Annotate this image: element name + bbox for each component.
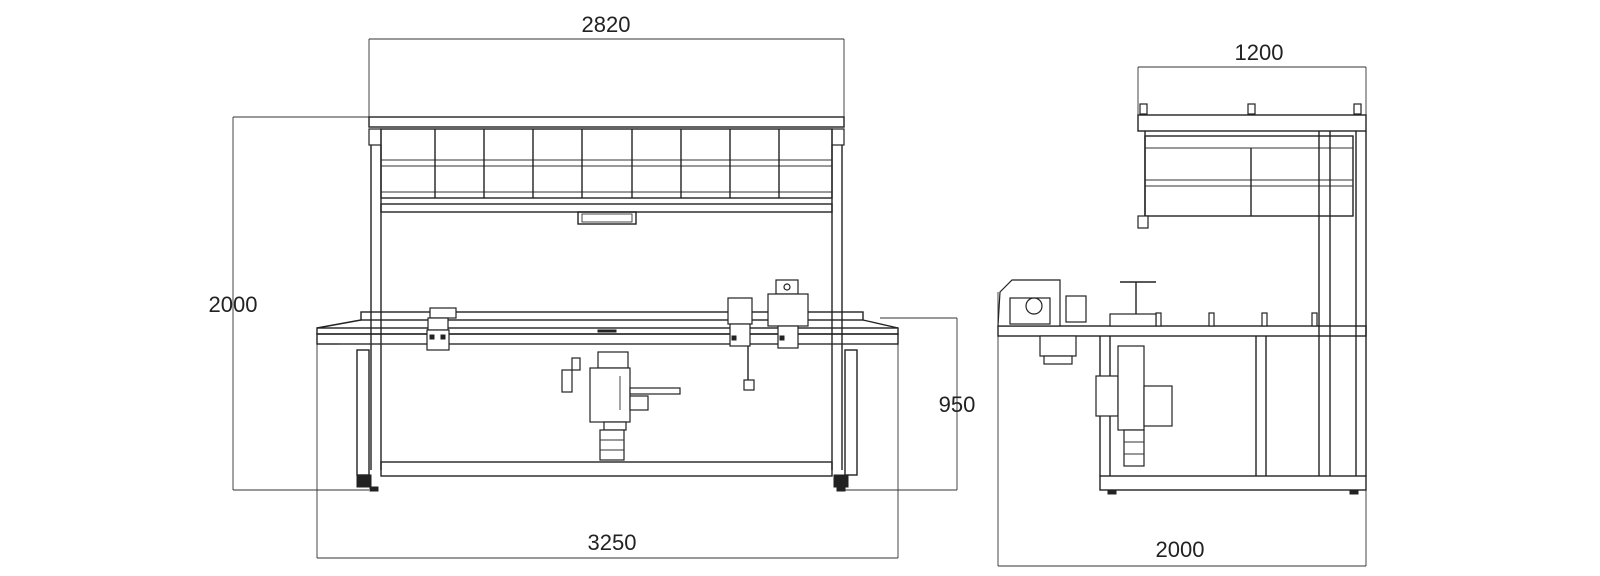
front-view: 2820 2000 950 3250 [209, 12, 976, 559]
dimension-label-1200: 1200 [1235, 40, 1284, 65]
dimension-label-2000-front: 2000 [209, 292, 258, 317]
dimension-front-table-height: 950 [840, 317, 976, 491]
dimension-side-top: 1200 [1137, 40, 1367, 116]
dimension-label-2820: 2820 [582, 12, 631, 37]
side-upper-shelf [1137, 103, 1367, 229]
side-clamp-spindle [1095, 281, 1173, 467]
dimension-label-950: 950 [939, 392, 976, 417]
side-left-housing [997, 279, 1087, 365]
dimension-front-top: 2820 [368, 12, 845, 122]
dimension-label-3250: 3250 [588, 530, 637, 555]
dimension-front-bottom: 3250 [316, 340, 899, 559]
front-legs [356, 349, 858, 492]
front-upper-shelf [368, 116, 845, 225]
front-left-clamp [426, 307, 457, 351]
front-table-top [316, 311, 899, 345]
dimension-label-2000-side: 2000 [1156, 537, 1205, 562]
front-uprights [370, 145, 843, 470]
side-table-top [997, 312, 1367, 337]
front-right-clamps [727, 279, 809, 391]
side-view: 1200 2000 [997, 40, 1367, 567]
dimension-side-bottom: 2000 [997, 292, 1367, 567]
side-uprights [1318, 131, 1367, 476]
front-center-motor [561, 351, 681, 461]
dimension-front-height: 2000 [209, 116, 369, 491]
